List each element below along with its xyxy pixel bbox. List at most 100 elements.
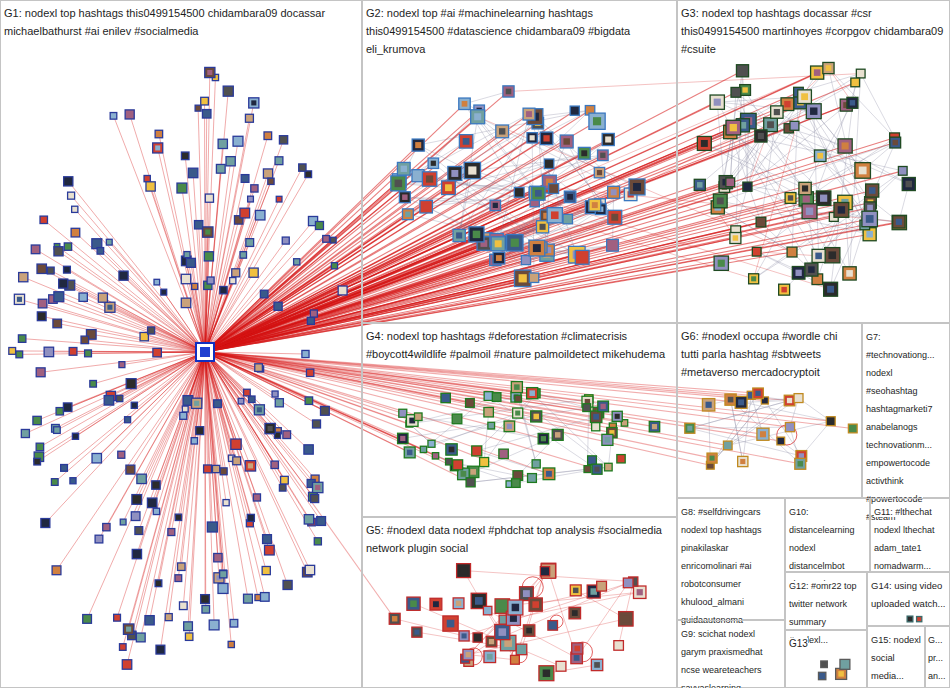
edge-line xyxy=(67,270,205,352)
group-box: G6: #nodexl occupa #wordle chi tutti par… xyxy=(677,323,862,498)
vertex-icon xyxy=(195,105,201,111)
edge-line xyxy=(817,210,841,279)
vertex-icon xyxy=(798,90,812,104)
vertex-detail xyxy=(633,183,641,191)
vertex-icon xyxy=(453,229,465,241)
vertex-detail xyxy=(543,670,550,677)
vertex-icon xyxy=(855,163,871,179)
edge-line xyxy=(509,435,557,484)
vertex-detail xyxy=(594,467,599,472)
vertex-icon xyxy=(247,514,254,521)
edge-line xyxy=(733,128,818,256)
vertex-icon xyxy=(81,336,89,344)
vertex-detail xyxy=(401,166,407,172)
vertex-icon xyxy=(549,184,559,194)
vertex-detail xyxy=(462,633,467,638)
vertex-icon xyxy=(323,236,330,243)
vertex-icon xyxy=(785,423,794,432)
edge-line xyxy=(191,263,205,352)
vertex-icon xyxy=(824,282,838,296)
vertex-icon xyxy=(98,293,107,302)
vertex-icon xyxy=(513,408,523,418)
vertex-icon xyxy=(527,388,538,399)
vertex-detail xyxy=(445,184,452,191)
vertex-icon xyxy=(283,580,292,589)
vertex-detail xyxy=(581,150,587,156)
edge-line xyxy=(499,197,570,258)
vertex-icon xyxy=(917,617,922,622)
vertex-icon xyxy=(443,616,458,631)
vertex-icon xyxy=(428,440,435,447)
vertex-icon xyxy=(890,137,901,148)
vertex-icon xyxy=(583,404,591,412)
vertex-icon xyxy=(153,143,163,153)
vertex-icon xyxy=(185,633,192,640)
vertex-detail xyxy=(611,189,617,195)
edge-line xyxy=(465,104,555,215)
vertex-icon xyxy=(114,614,121,621)
vertex-icon xyxy=(457,564,471,578)
vertex-icon xyxy=(137,474,146,483)
vertex-icon xyxy=(320,406,329,415)
label-holder: G12: #omr22 top twitter network summary … xyxy=(786,573,866,647)
edge-line xyxy=(426,164,549,207)
vertex-detail xyxy=(826,65,832,71)
vertex-icon xyxy=(64,177,73,186)
vertex-icon xyxy=(843,267,856,280)
vertex-detail xyxy=(615,414,620,419)
edge-line xyxy=(64,352,205,468)
vertex-icon xyxy=(848,424,857,433)
vertex-icon xyxy=(422,172,436,186)
edge-line xyxy=(448,188,576,255)
vertex-detail xyxy=(473,231,481,239)
vertex-detail xyxy=(706,402,712,408)
vertex-detail xyxy=(499,128,505,134)
vertex-icon xyxy=(265,423,275,433)
vertex-icon xyxy=(136,633,145,642)
edge-line xyxy=(418,417,543,439)
vertex-icon xyxy=(529,273,538,282)
vertex-detail xyxy=(126,627,131,632)
vertex-detail xyxy=(17,297,22,302)
vertex-icon xyxy=(204,252,213,261)
vertex-icon xyxy=(598,401,609,412)
vertex-icon xyxy=(214,400,222,408)
vertex-icon xyxy=(529,240,545,256)
group-box: G10: distancelearning nodexl distancelmb… xyxy=(785,498,870,572)
edge-line xyxy=(100,251,205,352)
vertex-detail xyxy=(460,567,467,574)
vertex-icon xyxy=(238,398,244,404)
vertex-icon xyxy=(491,237,505,251)
group-box: G3: nodexl top hashtags docassar #csr th… xyxy=(677,0,950,323)
vertex-detail xyxy=(468,166,476,174)
edge-line xyxy=(205,352,654,427)
vertex-icon xyxy=(184,622,193,631)
edge-line xyxy=(736,136,761,231)
vertex-icon xyxy=(589,199,601,211)
vertex-detail xyxy=(507,424,512,429)
vertex-icon xyxy=(119,362,125,368)
edge-line xyxy=(532,138,534,278)
vertex-icon xyxy=(402,209,413,220)
vertex-icon xyxy=(898,167,907,176)
vertex-icons xyxy=(9,62,922,680)
group-label: G5: #nodexl data nodexl #phdchat top ana… xyxy=(366,524,662,554)
vertex-icon xyxy=(466,478,475,487)
vertex-icon xyxy=(484,651,496,663)
vertex-detail xyxy=(574,646,580,652)
edge-line xyxy=(205,68,828,352)
vertex-detail xyxy=(462,101,468,107)
vertex-icon xyxy=(155,130,163,138)
vertex-icon xyxy=(570,585,581,596)
edge-line xyxy=(745,90,849,273)
vertex-detail xyxy=(526,628,532,634)
vertex-icon xyxy=(305,397,312,404)
vertex-icon xyxy=(125,110,134,119)
vertex-icon xyxy=(262,566,270,574)
vertex-detail xyxy=(905,181,912,188)
vertex-detail xyxy=(526,111,532,117)
edge-line xyxy=(205,102,800,352)
edge-line xyxy=(85,340,205,352)
vertex-icon xyxy=(181,298,190,307)
vertex-icon xyxy=(52,566,61,575)
